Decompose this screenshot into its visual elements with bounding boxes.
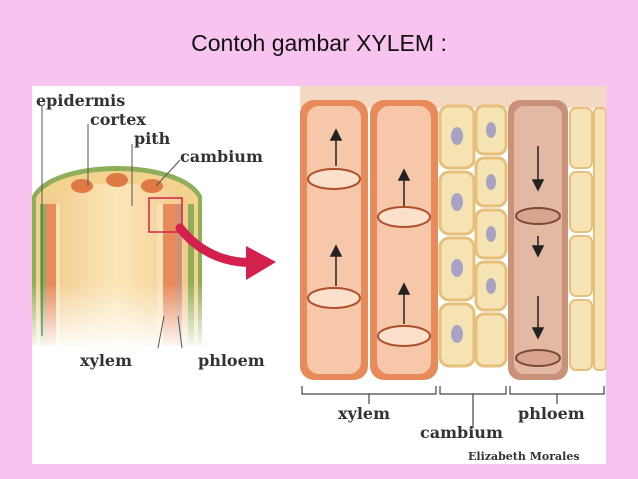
group-brackets — [301, 386, 605, 428]
xylem-diagram-panel: epidermis cortex pith cambium xylem phlo… — [32, 86, 607, 464]
label-epidermis: epidermis — [36, 91, 125, 110]
credit-text: Elizabeth Morales — [468, 450, 580, 463]
label-phloem-right: phloem — [518, 404, 585, 423]
label-phloem-left: phloem — [198, 351, 265, 370]
tissue-detail — [300, 86, 607, 428]
zoom-arrow-icon — [175, 223, 276, 280]
label-cortex: cortex — [90, 110, 146, 129]
xylem-diagram: epidermis cortex pith cambium xylem phlo… — [32, 86, 607, 463]
label-cambium-bottom: cambium — [420, 423, 503, 442]
stem-section — [32, 156, 204, 351]
label-xylem-right: xylem — [338, 404, 390, 423]
label-xylem-left: xylem — [80, 351, 132, 370]
label-pith: pith — [134, 129, 171, 148]
label-cambium-top: cambium — [180, 147, 263, 166]
leader-lines — [41, 106, 183, 349]
slide-title: Contoh gambar XYLEM : — [191, 30, 447, 56]
